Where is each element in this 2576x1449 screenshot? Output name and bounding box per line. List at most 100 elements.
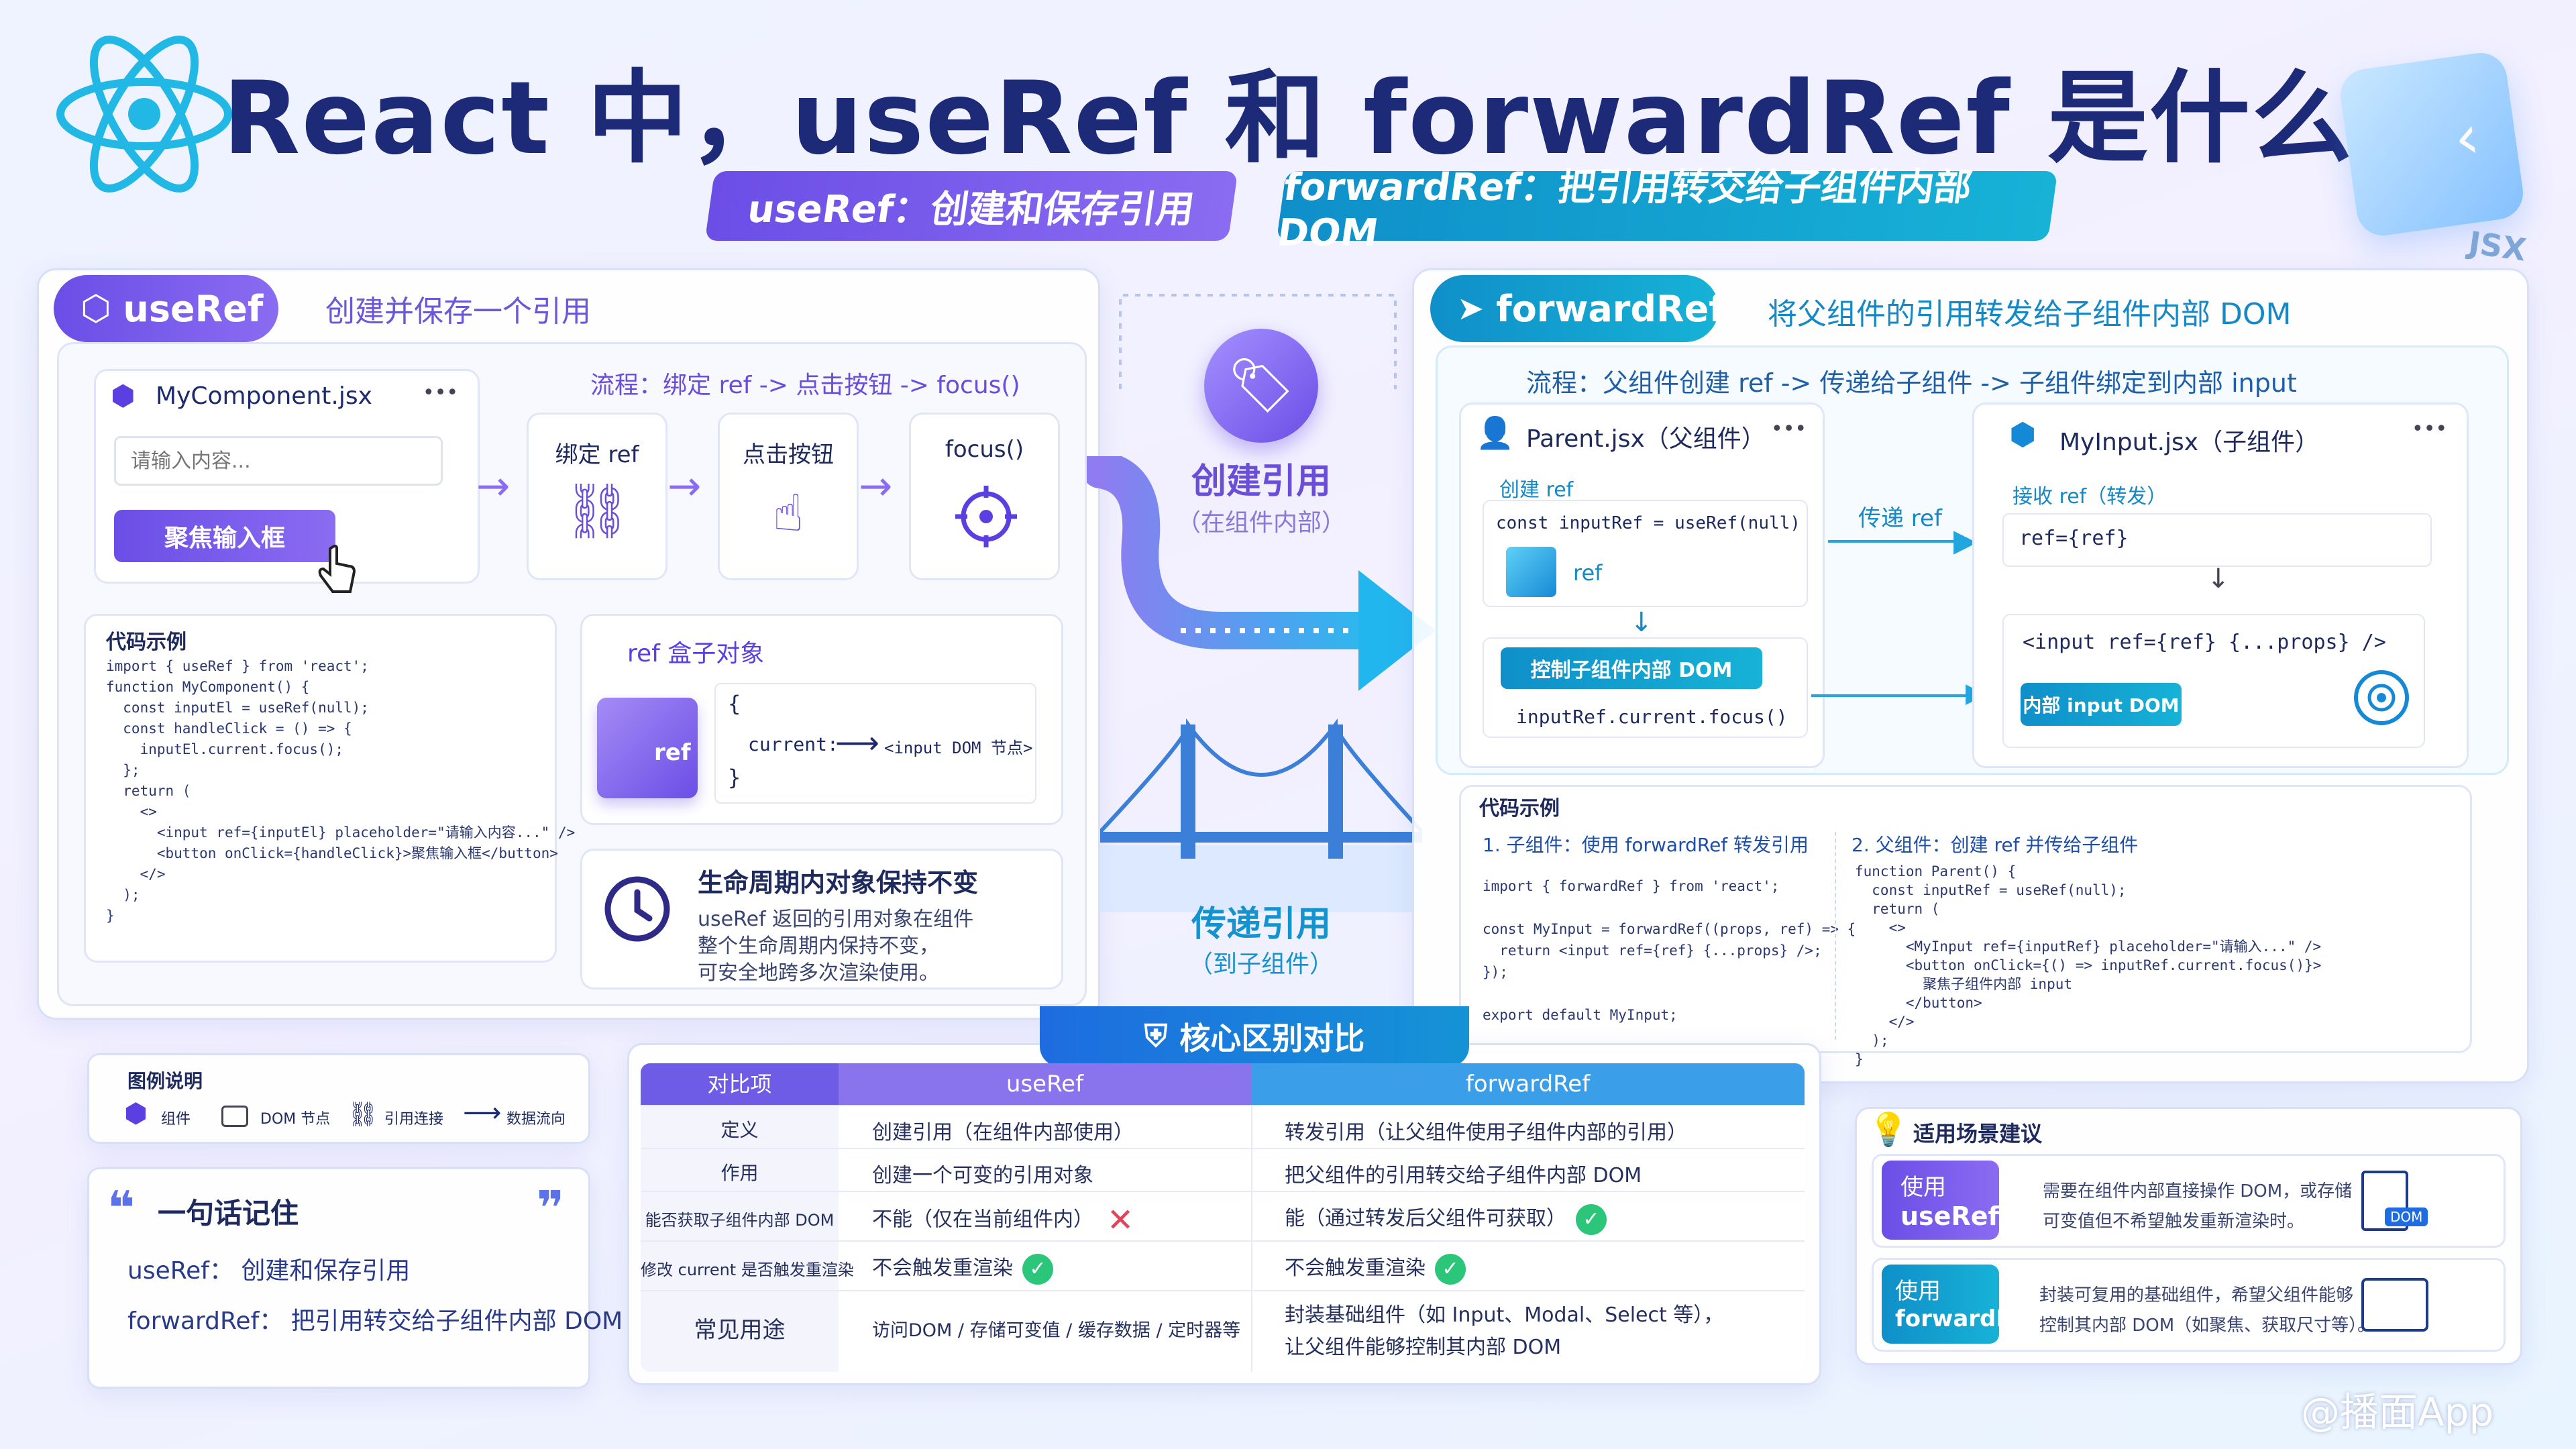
pass-ref-label: 传递引用 xyxy=(1191,904,1331,945)
child-input-code: <input ref={ref} {...props} /> xyxy=(2023,631,2386,654)
tag-icon: 🏷 xyxy=(1204,329,1318,443)
parent-call-line: inputRef.current.focus() xyxy=(1516,706,1788,728)
arrow-right-icon: ⟶ xyxy=(835,724,879,761)
quote-open-icon: ❝ xyxy=(107,1181,136,1236)
code-line: } xyxy=(106,908,115,924)
legend-title: 图例说明 xyxy=(127,1070,203,1092)
page-title: React 中，useRef 和 forwardRef 是什么 xyxy=(222,60,2354,177)
create-ref-sub: （在组件内部） xyxy=(1176,509,1346,537)
scenario-useref-tag: 使用 useRef xyxy=(1882,1161,1999,1240)
more-icon[interactable]: ••• xyxy=(1771,417,1807,441)
ref-cube-icon xyxy=(1506,547,1556,597)
child-ref-code: ref={ref} xyxy=(2019,527,2129,550)
check-icon: ✓ xyxy=(1435,1253,1466,1285)
code-line: <MyInput ref={inputRef} placeholder="请输入… xyxy=(1855,938,2322,955)
code-line: ); xyxy=(1855,1032,1889,1049)
react-logo-icon xyxy=(56,36,232,193)
clock-icon xyxy=(604,876,670,942)
remember-card xyxy=(87,1167,590,1389)
parent-code-box xyxy=(1483,500,1808,607)
forwardref-tag: ➤forwardRef xyxy=(1430,275,1725,342)
flow-arrow-icon: → xyxy=(476,463,511,510)
forwardref-subtitle: 将父组件的引用转发给子组件内部 DOM xyxy=(1768,297,2292,331)
target-icon xyxy=(2354,670,2409,725)
focus-input-button[interactable]: 聚焦输入框 xyxy=(114,510,335,562)
code-line xyxy=(1483,897,1856,918)
code-line: } xyxy=(1855,1051,1864,1067)
link-icon: ⛓ xyxy=(347,1101,378,1128)
code-line: <button onClick={handleClick}>聚焦输入框</but… xyxy=(106,845,558,861)
mycomponent-filename: MyComponent.jsx xyxy=(156,382,372,410)
down-arrow-icon: ↓ xyxy=(1630,607,1653,638)
legend-component: 组件 xyxy=(161,1111,191,1128)
form-icon xyxy=(2361,1278,2428,1332)
scenario-forwardref-tag: 使用 forwardRef xyxy=(1882,1265,2039,1344)
quote-close-icon: ❞ xyxy=(537,1181,565,1236)
forwardref-code-left-title: 1. 子组件：使用 forwardRef 转发引用 xyxy=(1483,834,1809,856)
more-icon[interactable]: ••• xyxy=(2412,417,2448,441)
column-divider xyxy=(1251,1105,1252,1372)
header-forwardref: forwardRef xyxy=(1251,1063,1805,1105)
forwardref-badge: forwardRef：把引用转交给子组件内部 DOM xyxy=(1275,166,2058,255)
legend-ref-link: 引用连接 xyxy=(384,1111,444,1128)
jsx-label: JSX xyxy=(2466,224,2529,268)
flow-step-bind-label: 绑定 ref xyxy=(555,441,639,468)
code-line: return ( xyxy=(106,783,191,799)
remember-line2: forwardRef： 把引用转交给子组件内部 DOM xyxy=(127,1307,623,1335)
arrow-right-icon: ⟶ xyxy=(463,1097,502,1128)
create-ref-label: 创建引用 xyxy=(1191,462,1331,502)
flow-step-click xyxy=(718,413,859,580)
dotted-connector xyxy=(1119,294,1397,389)
header-item: 对比项 xyxy=(641,1063,839,1105)
ref-object-value: <input DOM 节点> xyxy=(884,739,1033,757)
code-line: return <input ref={ref} {...props} />; xyxy=(1483,943,1822,959)
parent-create-ref-label: 创建 ref xyxy=(1499,478,1574,502)
forwardref-code-right: function Parent() { const inputRef = use… xyxy=(1855,862,2321,1069)
useref-tag: ⬡useRef xyxy=(54,275,278,342)
scenario-useref-desc-1: 需要在组件内部直接操作 DOM，或存储 xyxy=(2043,1181,2353,1201)
parent-code-line: const inputRef = useRef(null) xyxy=(1496,513,1801,533)
flow-arrow-icon: → xyxy=(859,463,893,510)
child-ref-box xyxy=(2002,513,2432,567)
check-icon: ✓ xyxy=(1576,1203,1607,1235)
code-line: </> xyxy=(106,866,166,882)
ref-object-box xyxy=(714,683,1036,804)
code-line: const inputEl = useRef(null); xyxy=(106,700,369,716)
table-row: 定义 创建引用（在组件内部使用） 转发引用（让父组件使用子组件内部的引用） xyxy=(641,1105,1805,1148)
scenario-forwardref-desc-1: 封装可复用的基础组件，希望父组件能够 xyxy=(2039,1285,2354,1305)
pass-ref-sub: （到子组件） xyxy=(1188,951,1334,978)
compare-title-banner: ⛨核心区别对比 xyxy=(1040,1006,1469,1067)
cube-icon: ⬢ xyxy=(124,1098,148,1129)
jsx-cube-icon: ‹ xyxy=(2337,49,2527,239)
watermark: @播面App xyxy=(2301,1389,2494,1435)
useref-code-block: import { useRef } from 'react';function … xyxy=(106,656,575,926)
link-icon: ⛓ xyxy=(563,480,631,542)
lifecycle-desc-1: useRef 返回的引用对象在组件 xyxy=(698,908,974,931)
table-header: 对比项 useRef forwardRef xyxy=(641,1063,1805,1105)
table-row: 能否获取子组件内部 DOM 不能（仅在当前组件内）✕ 能（通过转发后父组件可获取… xyxy=(641,1191,1805,1240)
header-useref: useRef xyxy=(839,1063,1251,1105)
target-icon xyxy=(955,486,1017,547)
dom-badge: DOM xyxy=(2385,1208,2428,1226)
send-icon: ➤ xyxy=(1457,290,1485,327)
content-input[interactable] xyxy=(114,436,443,486)
useref-badge: useRef：创建和保存引用 xyxy=(704,171,1238,241)
down-arrow-icon: ↓ xyxy=(2207,564,2230,594)
dom-node-icon xyxy=(221,1106,248,1127)
lifecycle-desc-3: 可安全地跨多次渲染使用。 xyxy=(698,961,939,985)
control-child-dom-button: 控制子组件内部 DOM xyxy=(1501,647,1762,689)
code-divider xyxy=(1835,832,1836,1040)
scenario-forwardref-desc-2: 控制其内部 DOM（如聚焦、获取尺寸等）。 xyxy=(2039,1316,2375,1336)
code-line: </> xyxy=(1855,1014,1915,1030)
child-filename: MyInput.jsx（子组件） xyxy=(2059,429,2320,456)
shield-icon: ⛨ xyxy=(1144,1018,1168,1054)
parent-ref-cube-label: ref xyxy=(1573,560,1603,586)
more-icon[interactable]: ••• xyxy=(423,381,459,405)
code-line: const inputRef = useRef(null); xyxy=(1855,882,2127,898)
flow-step-bind xyxy=(527,413,667,580)
code-line: function Parent() { xyxy=(1855,863,2017,879)
check-icon: ✓ xyxy=(1022,1253,1053,1285)
pointer-hand-icon: ☝ xyxy=(772,483,804,543)
code-line: const MyInput = forwardRef((props, ref) … xyxy=(1483,921,1856,937)
code-line: export default MyInput; xyxy=(1483,1007,1678,1023)
